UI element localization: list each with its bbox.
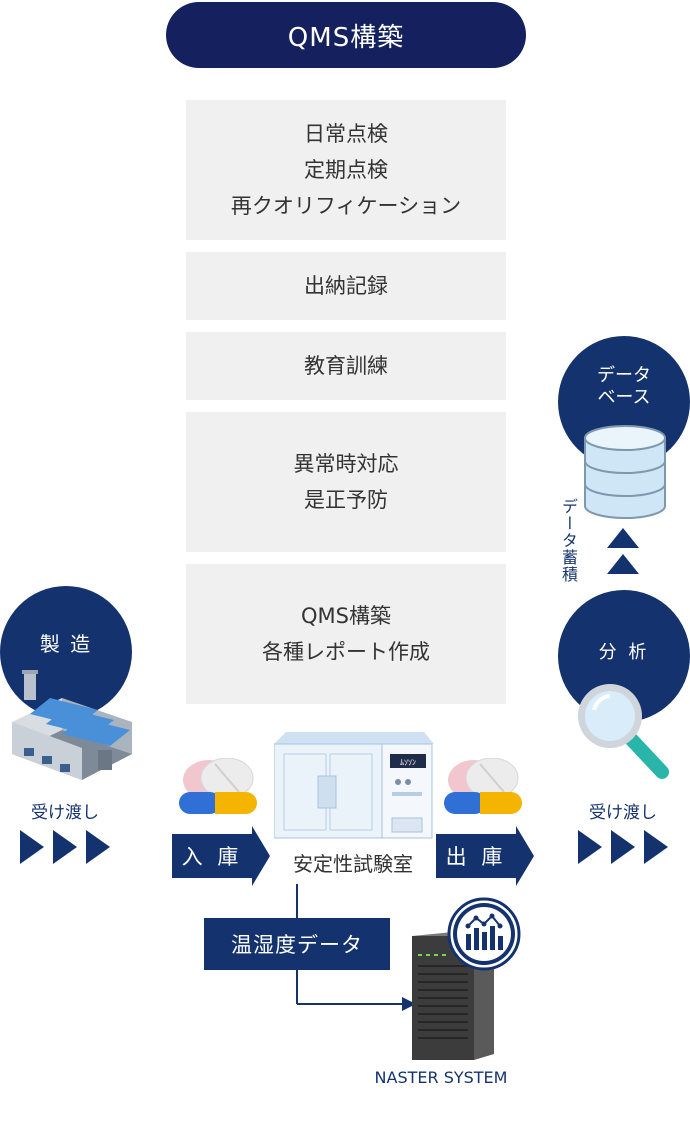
box-line: 各種レポート作成 [262,640,430,664]
chamber-label: 安定性試験室 [293,852,413,876]
magnifier-icon [578,684,669,779]
up-arrows-icon [607,528,639,574]
outbound-arrow-icon [516,826,534,886]
temperature-humidity-data-tag: 温湿度データ [204,918,390,970]
box-line: 再クオリフィケーション [230,194,462,218]
box-line: QMS構築 [301,604,391,628]
chamber-display: ﾑｿｿﾝ [400,758,416,767]
right-forward-arrows-icon [578,830,668,864]
right-handover-label: 受け渡し [589,803,657,823]
stack-box-training: 教育訓練 [186,332,506,400]
stack-box-response: 異常時対応 是正予防 [186,412,506,552]
manufacturing-circle: 製 造 [0,586,132,718]
database-label-line2: ベース [597,387,651,408]
box-line: 日常点検 [304,122,388,146]
capsule-tablet-icon [179,758,257,814]
header-title: QMS構築 [166,2,526,68]
database-label-line1: データ [597,365,651,386]
stack-box-records: 出納記録 [186,252,506,320]
outbound-tag: 出 庫 [436,834,516,878]
inbound-tag: 入 庫 [172,834,252,878]
temperature-humidity-data-label: 温湿度データ [231,933,363,957]
factory-icon [12,670,132,780]
manufacturing-label: 製 造 [39,631,93,656]
stack-box-reports: QMS構築 各種レポート作成 [186,564,506,704]
left-handover-label: 受け渡し [31,803,99,823]
box-line: 是正予防 [304,488,388,512]
outbound-label: 出 庫 [445,845,507,869]
box-line: 出納記録 [304,274,388,298]
stability-chamber-icon: ﾑｿｿﾝ [274,732,434,839]
box-line: 定期点検 [304,158,388,182]
data-accumulation-label: データ蓄積 [559,498,578,583]
database-circle: データ ベース [558,336,690,468]
database-icon [584,425,666,519]
capsule-tablet-icon [444,758,522,814]
analysis-circle: 分 析 [558,590,690,722]
naster-system-label: NASTER SYSTEM [374,1068,508,1087]
inbound-arrow-icon [252,826,270,886]
inbound-label: 入 庫 [181,845,243,869]
box-line: 異常時対応 [293,452,399,476]
stack-box-inspection: 日常点検 定期点検 再クオリフィケーション [186,100,506,240]
analysis-label: 分 析 [598,642,650,663]
analytics-badge-icon [447,897,521,971]
box-line: 教育訓練 [304,354,388,378]
left-forward-arrows-icon [20,830,110,864]
